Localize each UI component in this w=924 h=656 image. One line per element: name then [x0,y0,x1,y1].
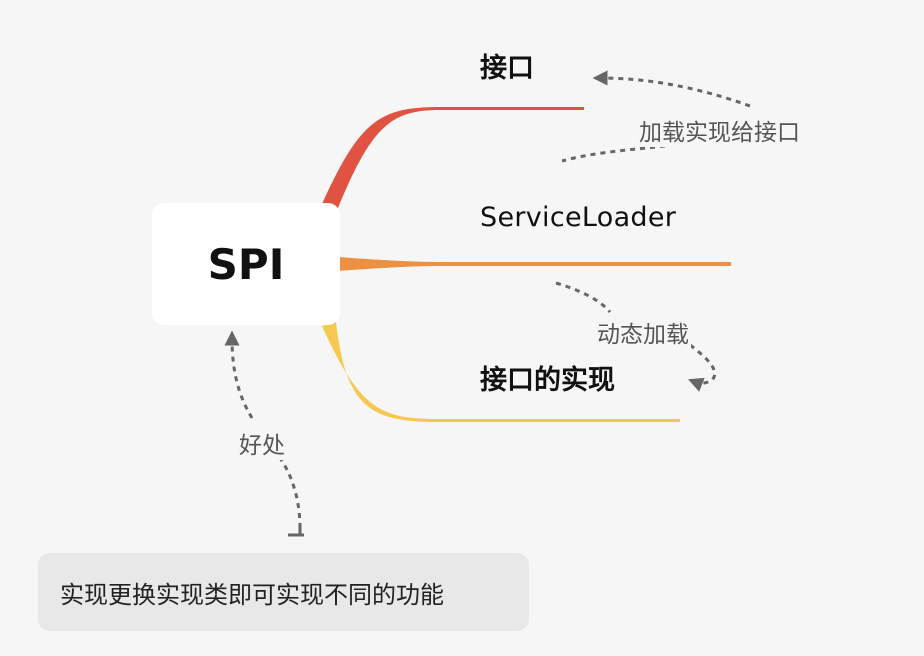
relation-load-into-upper [592,70,751,108]
summary-label: 实现更换实现类即可实现不同的功能 [60,580,444,609]
branch-loader [338,257,731,271]
topic-implementation[interactable]: 接口的实现 [480,365,615,396]
topic-serviceloader[interactable]: ServiceLoader [480,202,677,233]
root-node-spi[interactable]: SPI [152,203,340,325]
relation-benefit-upper [224,330,254,419]
relation-dynamic-lower [688,343,717,392]
relation-load-into-lower [561,144,666,163]
relation-label-load-into[interactable]: 加载实现给接口 [637,113,802,147]
topic-interface[interactable]: 接口 [480,53,534,84]
relation-benefit-lower [278,457,302,529]
root-label: SPI [207,239,285,289]
relation-label-dynamic[interactable]: 动态加载 [595,315,691,349]
branch-interface [322,107,584,208]
relation-label-benefit[interactable]: 好处 [237,426,287,460]
relation-dynamic-upper [555,281,612,314]
summary-node[interactable]: 实现更换实现类即可实现不同的功能 [38,553,529,631]
